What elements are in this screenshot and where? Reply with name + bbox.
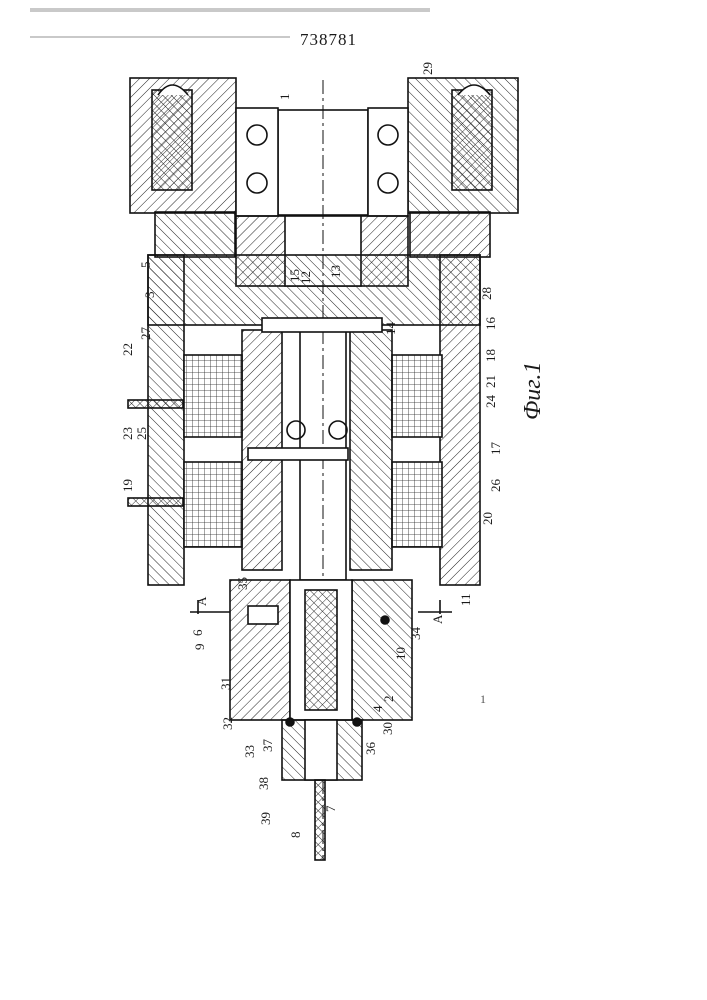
- label-17: 17: [488, 442, 503, 456]
- figure-label: Фиг.1: [520, 362, 547, 420]
- section-label-left: A: [194, 596, 209, 606]
- label-5: 5: [138, 262, 153, 269]
- label-18: 18: [483, 349, 498, 362]
- bearing-left: [236, 108, 278, 216]
- label-3: 3: [142, 292, 157, 299]
- label-36: 36: [363, 742, 378, 756]
- bearing-right: [368, 108, 408, 216]
- label-6: 6: [190, 629, 205, 636]
- label-8: 8: [288, 832, 303, 839]
- label-29: 29: [420, 62, 435, 75]
- label-21: 21: [483, 375, 498, 388]
- label-4: 4: [370, 705, 385, 712]
- label-19: 19: [120, 479, 135, 492]
- label-38: 38: [256, 777, 271, 790]
- label-2: 2: [381, 696, 396, 703]
- label-12: 12: [298, 271, 313, 284]
- label-20: 20: [480, 512, 495, 525]
- label-13: 13: [328, 265, 343, 278]
- label-25: 25: [134, 427, 149, 440]
- seal-ring-37: [286, 718, 294, 726]
- tip-inner: [305, 720, 337, 780]
- section-label-right: A: [430, 614, 445, 624]
- label-1: 1: [277, 94, 292, 101]
- label-39: 39: [258, 812, 273, 825]
- seal-ring-36: [353, 718, 361, 726]
- seal-right: [452, 90, 492, 190]
- label-31: 31: [218, 677, 233, 690]
- label-16: 16: [483, 317, 498, 331]
- label-28: 28: [479, 287, 494, 300]
- label-33: 33: [242, 745, 257, 758]
- seal-left: [152, 90, 192, 190]
- stator-left-lower: [184, 462, 242, 547]
- pin-14: [262, 318, 382, 332]
- label-37: 37: [260, 739, 275, 753]
- label-14: 14: [383, 322, 398, 336]
- label-30: 30: [380, 722, 395, 735]
- screw-35: [248, 606, 278, 624]
- label-35: 35: [235, 577, 250, 590]
- label-27: 27: [138, 327, 153, 341]
- housing-top-band: [148, 255, 480, 325]
- stator-right-upper: [392, 355, 442, 437]
- spindle-drawing: [128, 78, 518, 860]
- label-26: 26: [488, 479, 503, 493]
- section-arrow-right: [418, 600, 452, 614]
- flange-left: [155, 212, 235, 257]
- rotor-right: [350, 330, 392, 570]
- label-9: 9: [192, 644, 207, 651]
- label-10: 10: [393, 647, 408, 660]
- plug-34: [381, 616, 389, 624]
- label-34: 34: [408, 627, 423, 641]
- label-32: 32: [220, 717, 235, 730]
- label-7: 7: [323, 805, 338, 812]
- label-23: 23: [120, 427, 135, 440]
- label-11: 11: [458, 593, 473, 606]
- label-22: 22: [120, 343, 135, 356]
- pin-25: [248, 448, 348, 460]
- stator-left-upper: [184, 355, 242, 437]
- label-24: 24: [483, 395, 498, 409]
- flange-right: [410, 212, 490, 257]
- stator-right-lower: [392, 462, 442, 547]
- tube-upper: [128, 400, 183, 408]
- tube-lower: [128, 498, 183, 506]
- tool-shank: [305, 590, 337, 710]
- stray-mark: 1: [480, 692, 486, 707]
- lower-housing-left: [230, 580, 290, 720]
- needle-8: [315, 780, 325, 860]
